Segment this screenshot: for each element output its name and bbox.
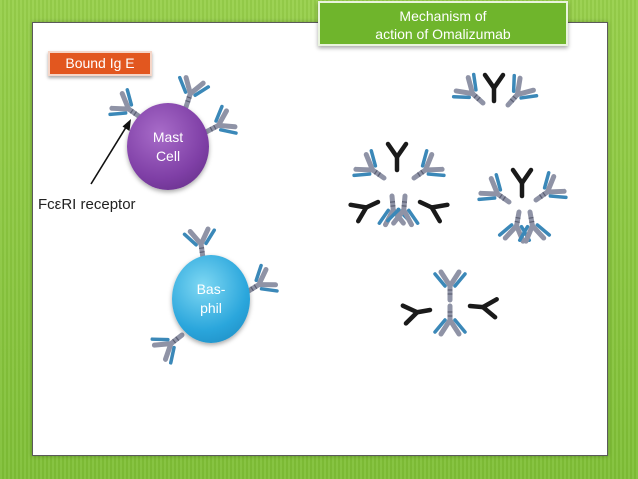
basophil-cell: Bas- phil bbox=[172, 255, 250, 343]
ige-antibody-icon bbox=[435, 306, 465, 334]
mast-cell-label-line2: Cell bbox=[155, 147, 181, 164]
mast-cell: Mast Cell bbox=[127, 103, 209, 190]
ige-antibody-icon bbox=[477, 174, 517, 215]
receptor-label: FcεRI receptor bbox=[38, 196, 136, 213]
slide-title-line1: Mechanism of bbox=[399, 8, 487, 24]
ige-antibody-icon bbox=[352, 150, 392, 191]
omalizumab-antibody-icon bbox=[416, 194, 447, 221]
slide-title: Mechanism of action of Omalizumab bbox=[318, 1, 568, 46]
basophil-label-line1: Bas- bbox=[196, 281, 226, 297]
ige-antibody-icon bbox=[435, 272, 465, 300]
ige-antibody-icon bbox=[497, 74, 538, 115]
omalizumab-antibody-icon bbox=[403, 301, 432, 323]
omalizumab-antibody-icon bbox=[388, 144, 406, 170]
slide-title-line2: action of Omalizumab bbox=[375, 26, 511, 42]
pointer-arrow-icon bbox=[90, 119, 131, 185]
omalizumab-antibody-icon bbox=[485, 75, 503, 101]
ige-antibody-icon bbox=[405, 150, 445, 191]
basophil-label-line2: phil bbox=[200, 300, 222, 316]
omalizumab-antibody-icon bbox=[513, 170, 531, 196]
bound-ige-label: Bound Ig E bbox=[48, 51, 152, 76]
omalizumab-antibody-icon bbox=[351, 194, 382, 221]
mast-cell-label-line1: Mast bbox=[152, 128, 184, 145]
ige-antibody-icon bbox=[527, 172, 567, 213]
omalizumab-antibody-icon bbox=[469, 297, 496, 317]
